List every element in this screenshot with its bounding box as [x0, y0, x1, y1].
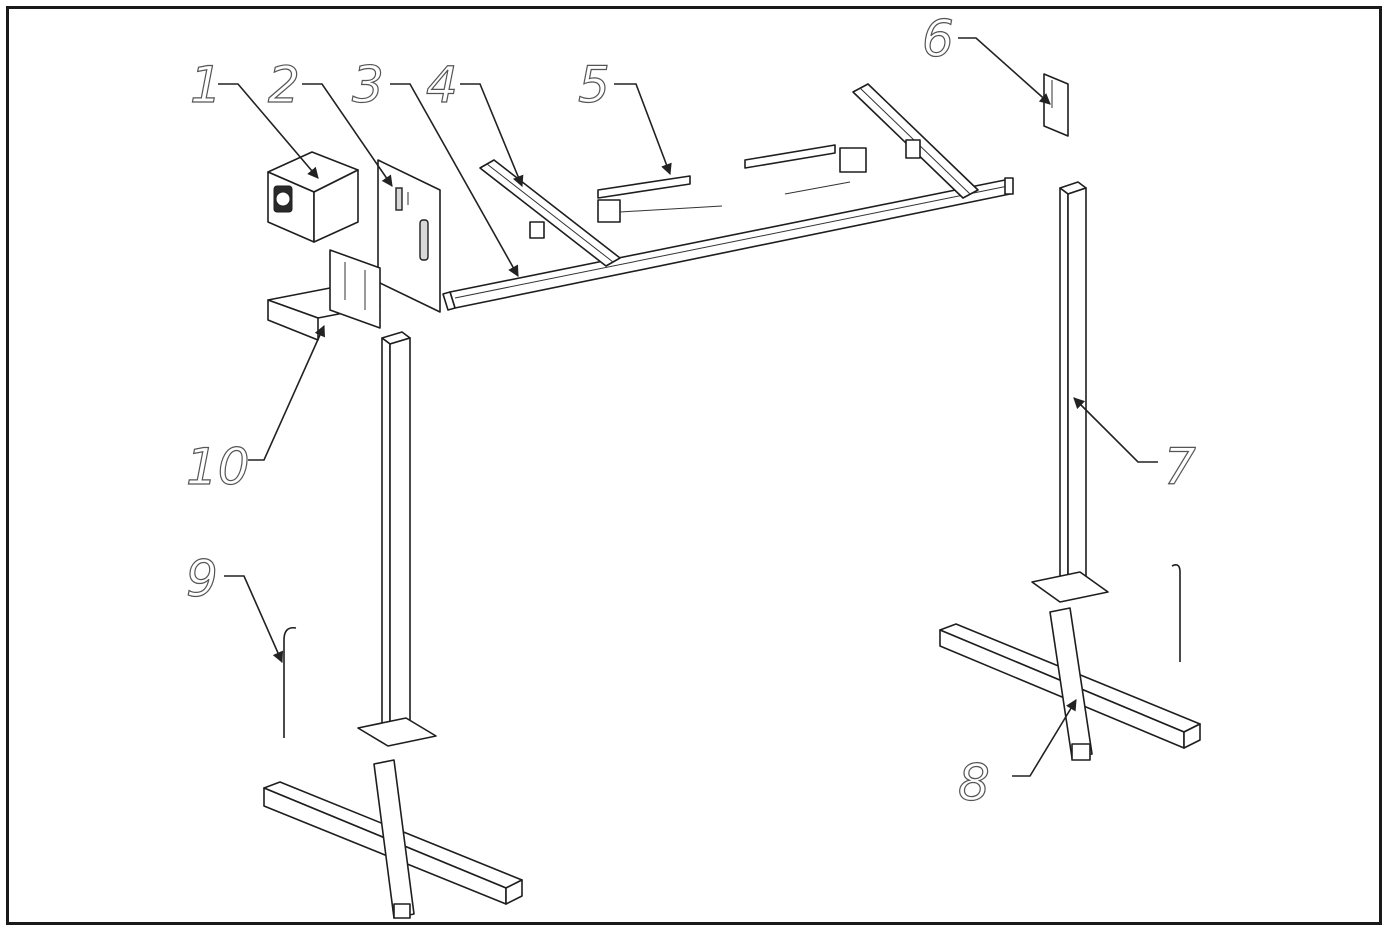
part-3-main-beam: [442, 177, 1014, 311]
part-5-clamp-left: [597, 175, 723, 223]
callout-9: 9: [186, 550, 218, 608]
callout-1: 1: [190, 56, 222, 114]
drawing-frame: [6, 6, 1382, 925]
part-9-pin-right: [1171, 564, 1181, 662]
part-2-mounting-plate: [377, 159, 441, 313]
left-base-cross: [263, 759, 523, 919]
callout-10: 10: [186, 438, 250, 496]
part-9-pin-left: [283, 626, 297, 738]
callout-4: 4: [426, 56, 458, 114]
part-4-rail-right: [852, 83, 979, 199]
callout-2: 2: [268, 56, 300, 114]
part-1-motor-housing: [267, 151, 359, 243]
callout-5: 5: [578, 56, 610, 114]
left-upright-post: [357, 331, 437, 747]
part-8-right-base-cross: [939, 607, 1201, 761]
callout-7: 7: [1164, 438, 1196, 496]
leader-lines: [218, 37, 1158, 777]
callout-6: 6: [922, 10, 954, 68]
part-6-small-plate: [1043, 73, 1069, 137]
part-7-right-upright-post: [1031, 181, 1109, 603]
callout-3: 3: [352, 56, 384, 114]
callout-8: 8: [958, 754, 990, 812]
callout-numbers: 1 2 3 4 5 6 7 8 9 10: [185, 9, 1196, 812]
part-5-clamp-right: [744, 144, 867, 195]
